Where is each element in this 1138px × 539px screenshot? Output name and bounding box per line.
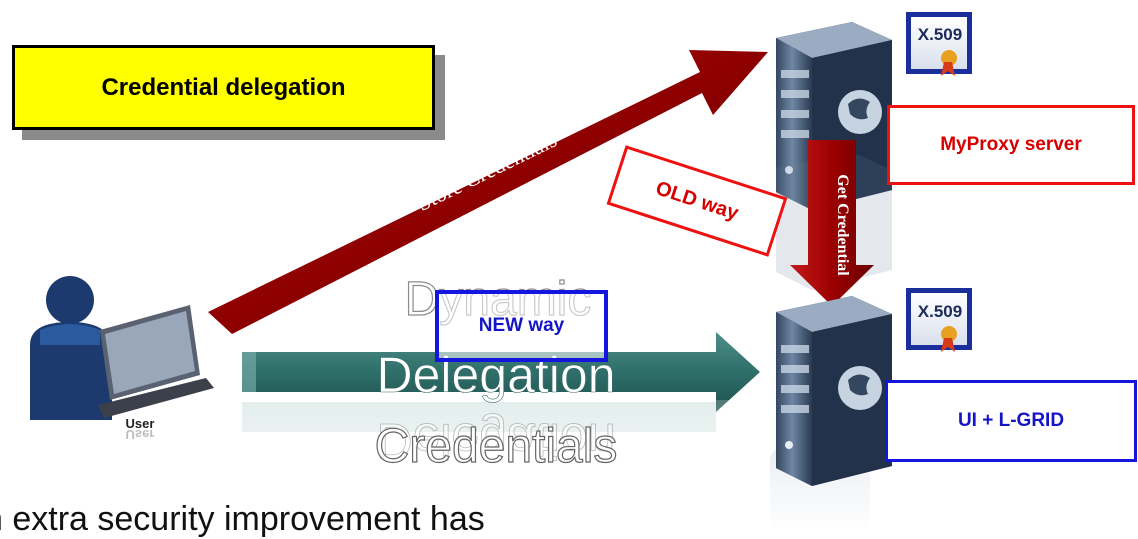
user-label: User: [126, 416, 155, 431]
user-label-reflection: User: [126, 427, 155, 442]
new-way-arrow: [242, 332, 760, 412]
title-box: Credential delegation: [12, 45, 435, 130]
certificate-label-top: X.509: [918, 25, 962, 44]
myproxy-server-label: MyProxy server: [887, 105, 1135, 185]
get-credential-arrow: Get Credential: [790, 140, 874, 306]
get-credential-label: Get Credential: [834, 174, 851, 276]
bottom-caption: n extra security improvement has: [0, 500, 485, 538]
fade-overlay: [230, 400, 880, 532]
myproxy-server-icon: [776, 22, 892, 210]
certificate-icon-bottom: X.509: [906, 288, 972, 352]
ui-lgrid-server-icon: [776, 296, 892, 486]
certificate-icon-top: X.509: [906, 12, 972, 76]
center-text-bottom: Credentials: [375, 420, 618, 473]
user-laptop-icon: User User: [30, 276, 214, 442]
center-text-middle-reflection: Delegation: [376, 413, 615, 469]
new-way-label: NEW way: [435, 290, 608, 362]
certificate-label-bottom: X.509: [918, 302, 962, 321]
ui-lgrid-label: UI + L-GRID: [885, 380, 1137, 462]
